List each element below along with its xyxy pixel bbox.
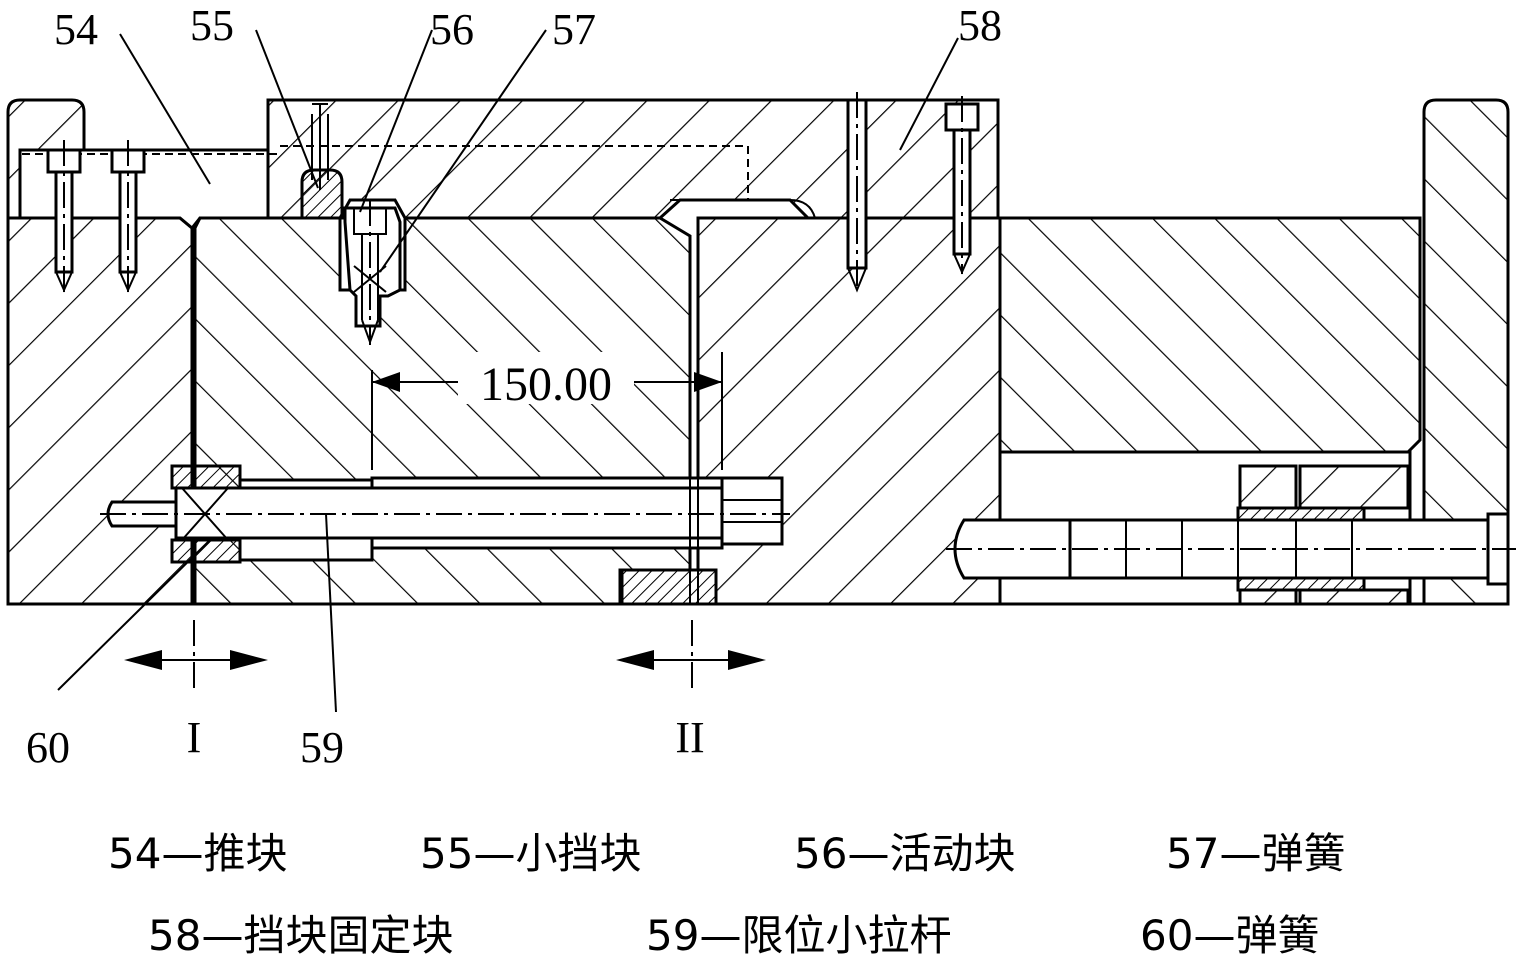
center-block-lower (193, 538, 692, 606)
screws-left (46, 140, 146, 293)
caption-54: 54—推块 (108, 829, 287, 878)
caption-59: 59—限位小拉杆 (646, 911, 951, 960)
caption: 54—推块 55—小挡块 56—活动块 57—弹簧 58—挡块固定块 59—限位… (108, 829, 1345, 960)
small-stopper-55 (300, 103, 344, 220)
label-54: 54 (54, 5, 98, 54)
caption-58: 58—挡块固定块 (148, 911, 453, 960)
parting-gap (193, 218, 699, 692)
section-arrow-II: II (616, 650, 766, 762)
limit-rod-59 (100, 476, 790, 550)
moving-block-56 (343, 200, 402, 345)
part-labels: 54 55 56 57 58 60 59 (26, 1, 1002, 772)
leader-lines (57, 29, 959, 713)
left-base-plate (6, 216, 194, 606)
section-arrow-I: I (124, 650, 268, 762)
caption-57: 57—弹簧 (1166, 829, 1345, 878)
section-mark-II: II (675, 713, 704, 762)
caption-60: 60—弹簧 (1140, 911, 1319, 960)
label-59: 59 (300, 723, 344, 772)
small-block (620, 568, 718, 606)
screws-right (846, 92, 980, 293)
right-bolt (946, 464, 1516, 606)
dimension-label: 150.00 (480, 358, 612, 411)
right-plate (998, 216, 1422, 454)
dimension-150: 150.00 (371, 352, 723, 470)
stopper-fixing-block-58 (266, 98, 1000, 220)
caption-55: 55—小挡块 (420, 829, 641, 878)
label-58: 58 (958, 1, 1002, 50)
section-mark-I: I (187, 713, 202, 762)
spring-60 (170, 464, 242, 564)
label-55: 55 (190, 1, 234, 50)
label-56: 56 (430, 5, 474, 54)
left-plate (6, 98, 86, 220)
right-post (1422, 98, 1510, 606)
label-57: 57 (552, 5, 596, 54)
label-60: 60 (26, 723, 70, 772)
caption-56: 56—活动块 (794, 829, 1015, 878)
